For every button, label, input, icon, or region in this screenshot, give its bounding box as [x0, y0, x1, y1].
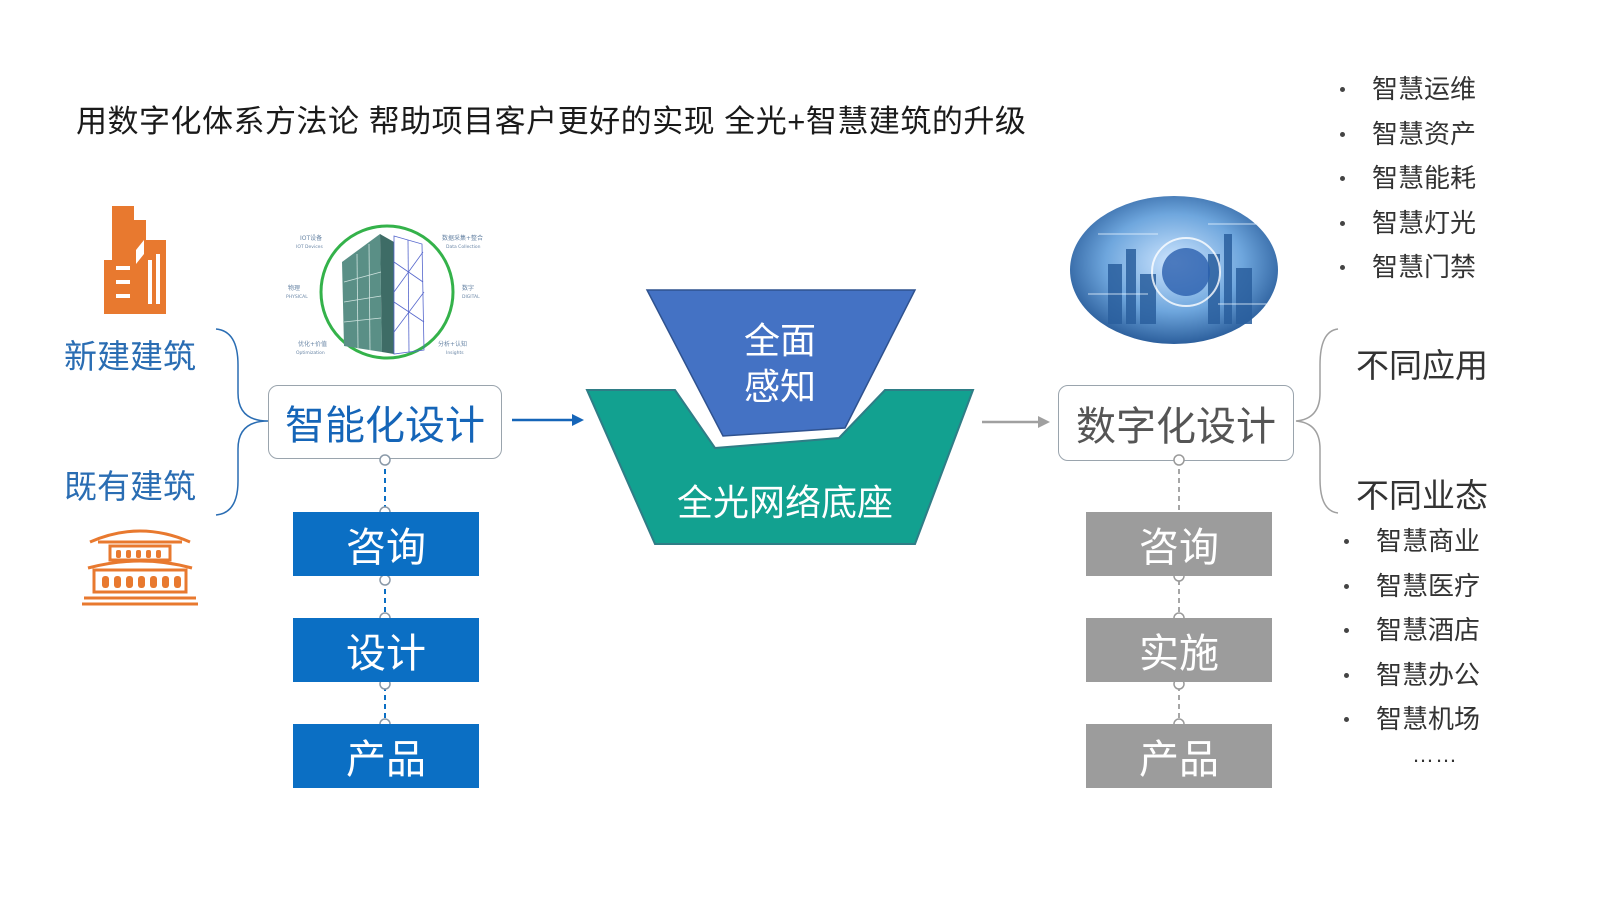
arrow-to-right	[982, 416, 1050, 428]
existing-building-label: 既有建筑	[64, 468, 196, 505]
new-building-label: 新建建筑	[64, 338, 196, 375]
different-applications-label: 不同应用	[1356, 347, 1488, 384]
smart-city-image	[1068, 194, 1280, 346]
business-list: 智慧商业 智慧医疗 智慧酒店 智慧办公 智慧机场	[1344, 519, 1480, 742]
list-item: 智慧资产	[1340, 112, 1476, 157]
right-step-product: 产品	[1086, 724, 1272, 788]
diagram-label: 分析+认知	[438, 340, 467, 348]
diagram-label: PHYSICAL	[286, 294, 308, 300]
different-business-label: 不同业态	[1356, 477, 1488, 514]
left-step-connectors	[379, 454, 391, 730]
full-perception-label: 全面 感知	[743, 320, 816, 407]
modern-building-icon	[104, 206, 166, 314]
list-item: 智慧能耗	[1340, 156, 1476, 201]
list-item: 智慧酒店	[1344, 608, 1480, 653]
all-optical-network-label: 全光网络底座	[676, 482, 893, 523]
list-item: 智慧灯光	[1340, 201, 1476, 246]
arrow-to-center	[512, 414, 584, 426]
more-ellipsis: ……	[1412, 742, 1458, 767]
diagram-label: 物理	[288, 284, 300, 292]
left-step-product: 产品	[293, 724, 479, 788]
diagram-label: Insights	[446, 350, 464, 356]
diagram-label: 数据采集+整合	[442, 234, 483, 242]
left-step-design: 设计	[293, 618, 479, 682]
diagram-label: IOT Devices	[296, 244, 323, 250]
digital-twin-building-image: IOT设备 IOT Devices 数据采集+整合 Data Collectio…	[282, 222, 498, 362]
left-step-consult: 咨询	[293, 512, 479, 576]
digital-design-node: 数字化设计	[1058, 385, 1294, 461]
diagram-label: DIGITAL	[462, 294, 480, 300]
list-item: 智慧运维	[1340, 67, 1476, 112]
diagram-label: Optimization	[296, 350, 325, 356]
list-item: 智慧门禁	[1340, 245, 1476, 290]
right-step-connectors	[1173, 454, 1185, 730]
center-funnel	[585, 289, 975, 545]
list-item: 智慧医疗	[1344, 564, 1480, 609]
diagram-label: 数字	[462, 284, 474, 292]
chinese-temple-icon	[82, 529, 198, 606]
diagram-label: 优化+价值	[298, 340, 327, 348]
list-item: 智慧办公	[1344, 653, 1480, 698]
application-list: 智慧运维 智慧资产 智慧能耗 智慧灯光 智慧门禁	[1340, 67, 1476, 290]
right-step-consult: 咨询	[1086, 512, 1272, 576]
list-item: 智慧商业	[1344, 519, 1480, 564]
diagram-label: IOT设备	[300, 234, 322, 242]
page-title: 用数字化体系方法论 帮助项目客户更好的实现 全光+智慧建筑的升级	[76, 104, 1027, 139]
intelligent-design-node: 智能化设计	[268, 385, 502, 459]
list-item: 智慧机场	[1344, 697, 1480, 742]
right-step-implement: 实施	[1086, 618, 1272, 682]
right-brace	[1295, 328, 1339, 514]
diagram-label: Data Collection	[446, 244, 481, 250]
